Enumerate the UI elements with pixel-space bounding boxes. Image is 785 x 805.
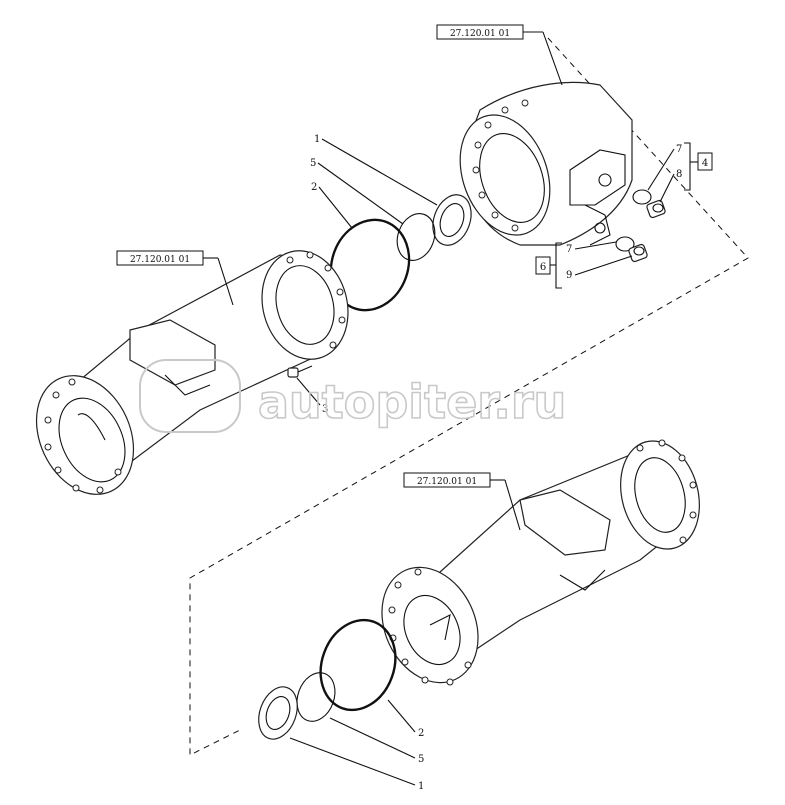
bearing-bottom	[258, 686, 298, 740]
right-flange-bolts	[286, 251, 346, 349]
group-label-6: 6	[540, 262, 546, 273]
callout-3: 3	[322, 404, 328, 415]
callout-8: 8	[676, 169, 682, 180]
callout-7-upper: 7	[676, 144, 682, 155]
bottom-left-flange-bolts	[388, 568, 472, 686]
watermark-text: autopiter.ru	[258, 375, 566, 429]
group-box-4	[697, 152, 713, 171]
callout-5-top: 5	[310, 158, 316, 169]
o-ring-bottom	[319, 618, 397, 712]
callout-2-bottom: 2	[418, 728, 424, 739]
left-axle-housing	[35, 250, 349, 495]
callout-1-top: 1	[314, 134, 320, 145]
o-ring-top	[329, 218, 411, 312]
seal-ring-bottom	[296, 672, 336, 722]
bearing-top	[432, 194, 472, 246]
watermark: autopiter.ru	[139, 359, 567, 433]
top-housing	[459, 81, 633, 246]
bottom-right-flange-bolts	[636, 439, 697, 544]
callout-5-bottom: 5	[418, 754, 424, 765]
callout-1-bottom: 1	[418, 781, 424, 792]
washer-upper	[632, 189, 652, 205]
watermark-logo-icon	[139, 359, 241, 433]
bolt-3	[287, 365, 313, 378]
ref-label-left: 27.120.01 01	[130, 255, 190, 265]
ref-label-bottom: 27.120.01 01	[417, 477, 477, 487]
bottom-axle-housing	[381, 440, 700, 684]
group-label-4: 4	[702, 158, 708, 169]
callout-7-lower: 7	[566, 244, 572, 255]
callout-2-top: 2	[311, 182, 317, 193]
group-box-6	[535, 256, 551, 275]
plug-lower	[628, 243, 648, 263]
callout-9: 9	[566, 270, 572, 281]
washer-lower	[615, 236, 635, 252]
left-flange-bolts	[44, 378, 122, 494]
plug-upper	[646, 199, 666, 219]
assembly-boundary	[189, 37, 749, 756]
ref-label-top: 27.120.01 01	[450, 29, 510, 39]
